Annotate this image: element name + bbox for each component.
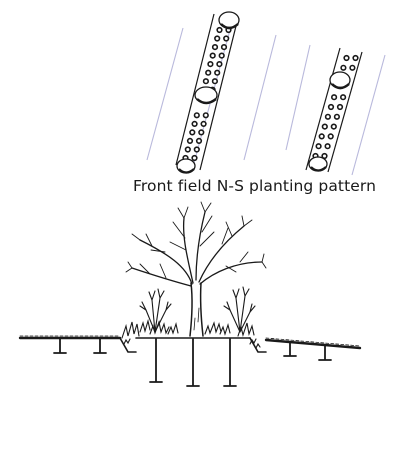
strip-edge [327,51,363,173]
tree [125,201,267,337]
flower-icon [330,123,337,130]
strip-edge [175,13,215,166]
flower-icon [202,112,209,119]
shrub-icon [194,86,218,105]
flower-icon [216,26,223,34]
ground-line [18,335,362,353]
diagram-caption: Front field N-S planting pattern [133,177,377,195]
flower-icon [198,129,205,136]
flower-icon [220,43,228,51]
guide-line [285,44,311,151]
flower-row-right [312,54,359,160]
flower-icon [216,60,223,68]
flower-row-left [182,26,232,162]
cross-section [18,201,362,387]
flower-icon [189,129,196,136]
flower-icon [211,43,219,51]
shrub-icon [223,286,256,333]
flower-icon [340,64,347,71]
flower-icon [186,137,194,144]
shrub-icon [329,71,351,90]
flower-icon [333,113,341,120]
flower-icon [218,52,225,59]
flower-icon [205,69,212,76]
shrub-icon [139,288,172,333]
flower-icon [327,103,335,111]
flower-icon [321,123,328,130]
flower-icon [191,120,198,127]
flower-icon [324,113,332,120]
root-stakes [53,338,332,387]
flower-icon [327,133,334,140]
guide-line [146,27,184,161]
flower-icon [214,35,221,42]
shrub-icon [218,11,240,30]
guide-line [351,54,386,176]
shrub-icon [308,156,328,172]
flower-icon [336,103,344,111]
flower-icon [191,154,198,162]
flower-icon [321,152,328,160]
flower-icon [193,112,200,119]
flower-icon [209,52,216,59]
flower-icon [324,143,331,150]
flower-icon [331,94,338,101]
strip-edge [199,17,239,171]
guide-line [243,34,277,161]
planting-strip-right [305,47,363,173]
flower-icon [195,137,203,144]
flower-icon [211,78,218,85]
flower-icon [214,69,221,76]
flower-icon [340,94,347,101]
flower-icon [315,143,322,150]
guide-lines [146,27,386,176]
flower-icon [349,64,356,71]
flower-icon [193,146,200,153]
flower-icon [202,78,209,85]
flower-icon [184,146,191,153]
plan-view [146,11,386,176]
flower-icon [343,54,350,62]
flower-icon [200,120,207,127]
flower-icon [352,54,359,62]
planting-strip-left [175,13,239,171]
flower-icon [223,35,230,42]
shrub-icon [176,158,196,174]
flower-icon [318,133,325,140]
flower-icon [207,60,214,68]
strip-edge [305,47,341,171]
